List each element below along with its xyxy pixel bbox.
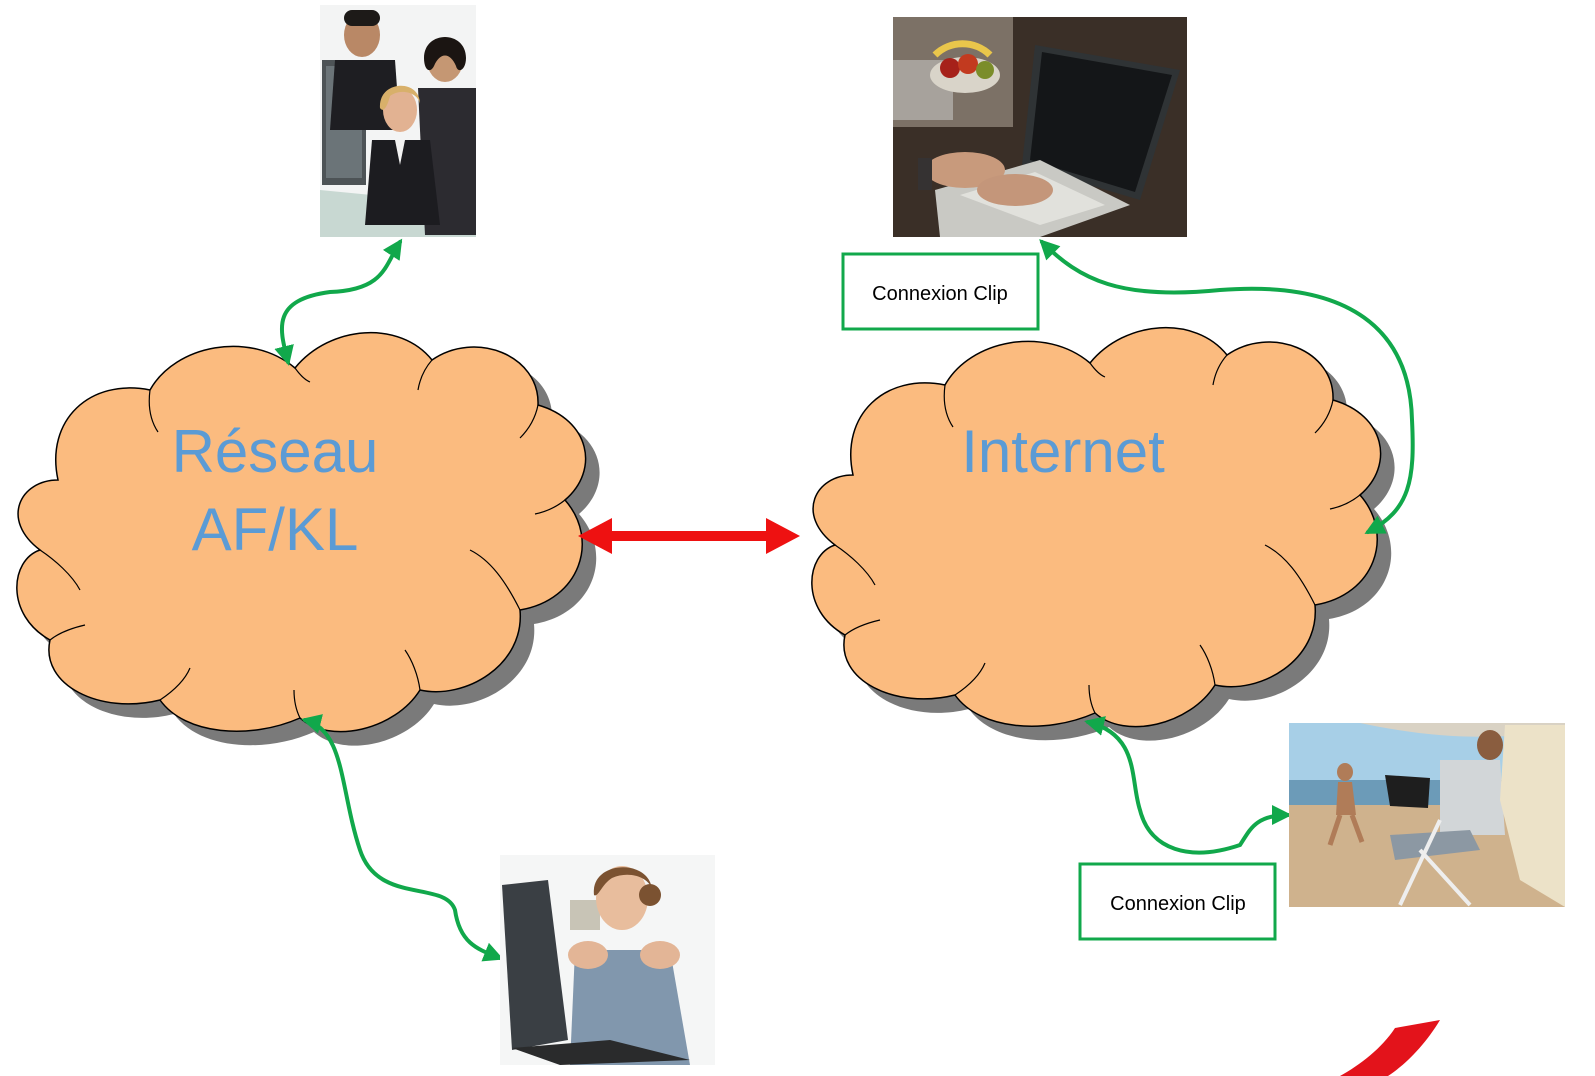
connexion-box-bottom: Connexion Clip: [1078, 862, 1277, 941]
green-links: [274, 238, 1415, 962]
red-double-arrow: [578, 518, 800, 554]
link-internet-to-beach: [1084, 716, 1292, 855]
link-laptop-to-internet: [1039, 239, 1415, 534]
airline-logo-icon: [1340, 1020, 1440, 1076]
internet-cloud: Internet: [811, 326, 1395, 741]
cloud-label-reseau: Réseau: [172, 418, 379, 485]
connexion-box-top: Connexion Clip: [841, 252, 1040, 331]
office-team-photo: [320, 5, 476, 237]
woman-at-computer-photo: [500, 855, 715, 1065]
cloud-label-afkl: AF/KL: [192, 496, 359, 563]
beach-laptop-photo: [1289, 723, 1565, 907]
link-office-to-reseau: [274, 238, 403, 366]
reseau-cloud: Réseau AF/KL: [16, 331, 600, 746]
laptop-typing-photo: [893, 17, 1187, 237]
link-reseau-to-woman: [301, 714, 504, 962]
svg-text:Connexion Clip: Connexion Clip: [1110, 893, 1246, 915]
cloud-label-internet: Internet: [961, 418, 1165, 485]
svg-text:Connexion Clip: Connexion Clip: [872, 283, 1008, 305]
